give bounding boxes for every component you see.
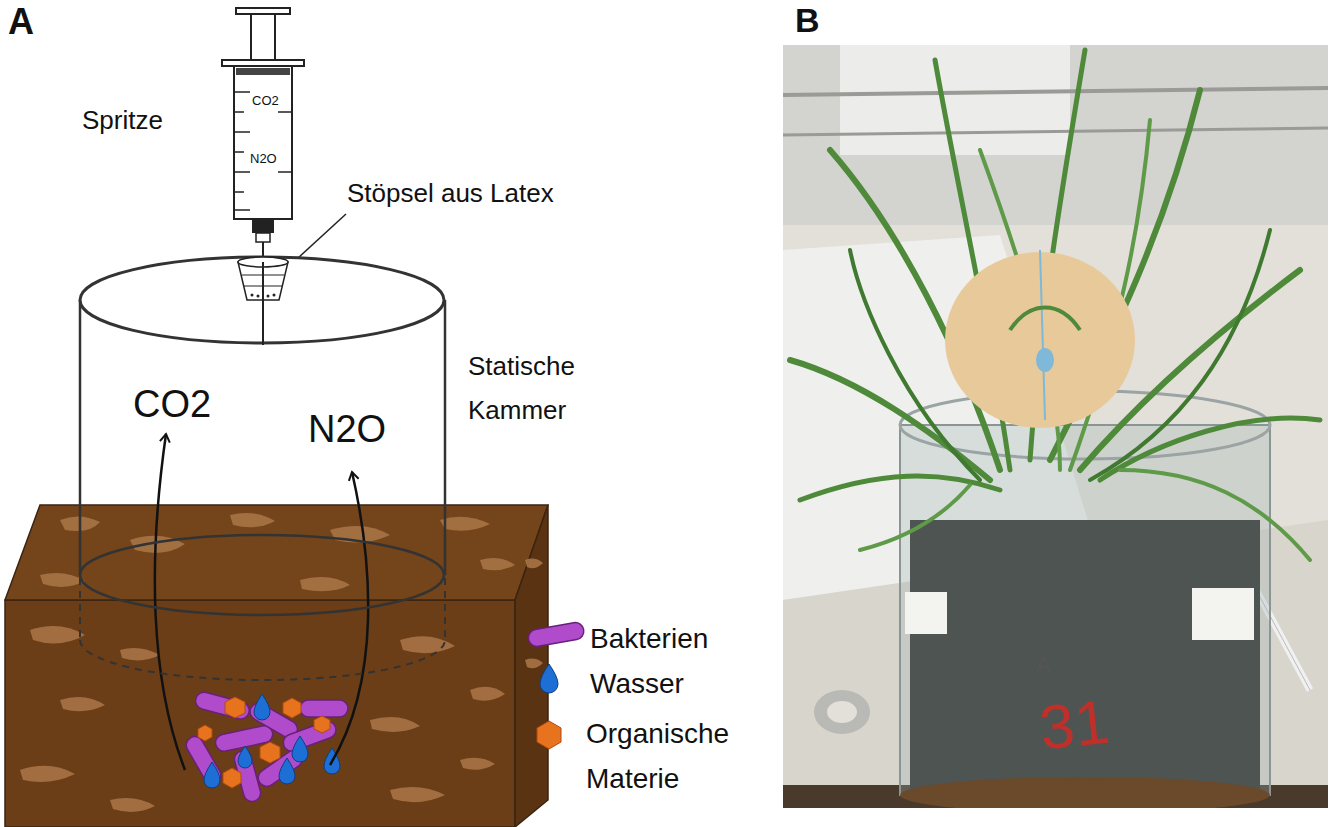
legend-organic-sample [537, 721, 561, 749]
legend-label: Organische Materie [586, 712, 766, 802]
panel-letter: A [8, 0, 34, 43]
legend-bacteria-sample [527, 621, 585, 647]
legend-label: Wasser [590, 662, 684, 707]
chamber-outline [75, 250, 455, 660]
water-drops [204, 694, 340, 788]
scale-mark: CO2 [252, 93, 279, 109]
legend-label: Bakterien [590, 617, 708, 662]
panel-letter: B [795, 0, 820, 41]
part-label: Stöpsel aus Latex [347, 178, 554, 209]
scale-mark: N2O [250, 151, 277, 167]
handwritten-mark: A [1036, 652, 1051, 678]
gas-label: N2O [308, 407, 386, 453]
bacteria-cluster [183, 690, 348, 803]
leader-line [298, 214, 346, 258]
gas-label: CO2 [133, 382, 211, 428]
handwritten-number: 31 [1036, 685, 1112, 766]
legend-water-sample [540, 664, 558, 693]
chamber-label: Statische Kammer [468, 344, 643, 432]
n2o-flow-arrow [330, 472, 368, 765]
photo [783, 45, 1328, 808]
co2-flow-arrow [155, 434, 185, 770]
syringe-label: Spritze [82, 105, 163, 136]
static-chamber: Statische KammerCO2N2O [75, 250, 455, 660]
soil-block [5, 505, 548, 827]
